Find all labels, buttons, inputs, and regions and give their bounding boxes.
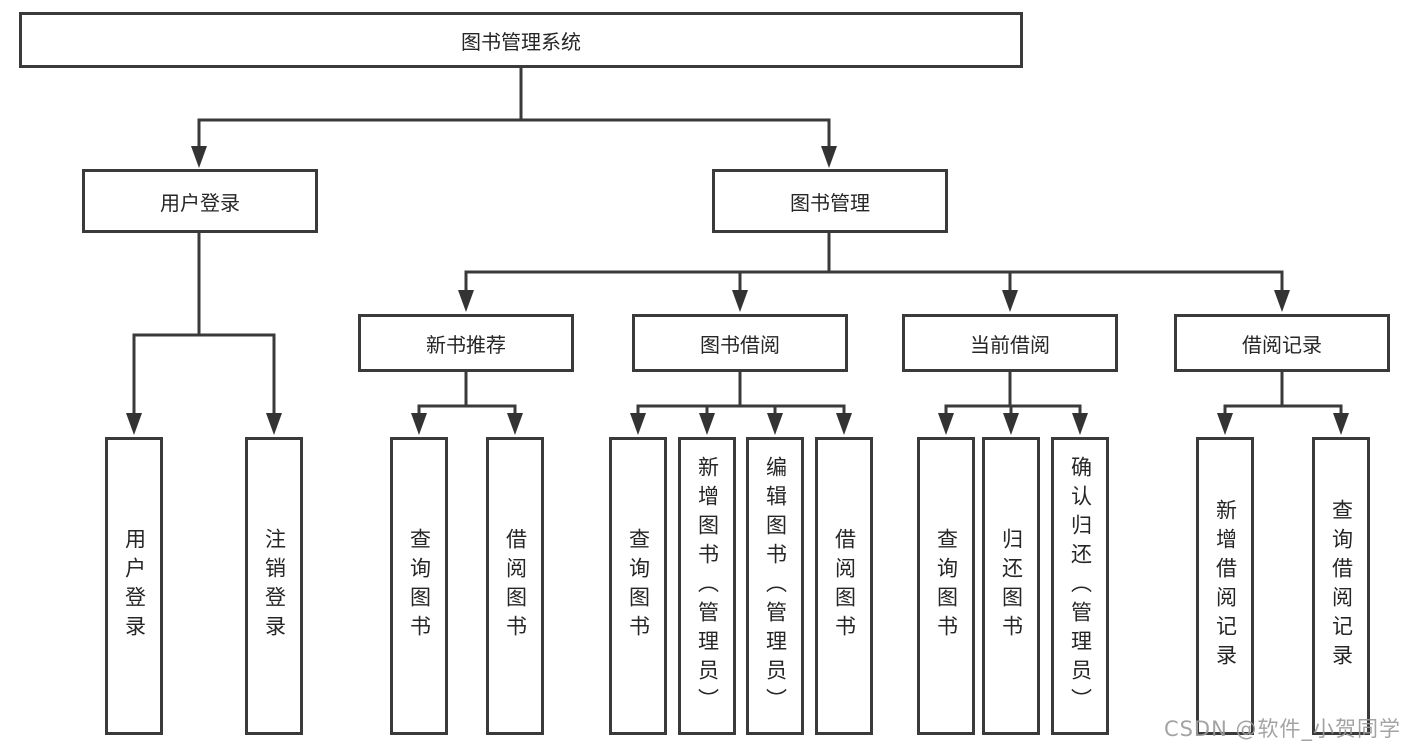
arrow-down-icon bbox=[767, 413, 783, 435]
node-new-book-recommend: 新书推荐 bbox=[358, 314, 574, 372]
arrow-down-icon bbox=[1217, 413, 1233, 435]
node-borrow-records: 借阅记录 bbox=[1174, 314, 1390, 372]
arrow-down-icon bbox=[266, 413, 282, 435]
leaf-edit-book-admin: 编辑图书（管理员） bbox=[746, 437, 804, 735]
node-book-management: 图书管理 bbox=[712, 169, 948, 233]
node-user-login: 用户登录 bbox=[82, 169, 318, 233]
leaf-add-borrow-record: 新增借阅记录 bbox=[1196, 437, 1254, 735]
arrow-down-icon bbox=[1003, 413, 1019, 435]
leaf-logout: 注销登录 bbox=[245, 437, 303, 735]
leaf-return-book: 归还图书 bbox=[982, 437, 1040, 735]
leaf-add-book-admin: 新增图书（管理员） bbox=[678, 437, 736, 735]
arrow-down-icon bbox=[1333, 413, 1349, 435]
arrow-down-icon bbox=[699, 413, 715, 435]
node-library-management-system: 图书管理系统 bbox=[19, 12, 1023, 68]
node-book-borrow: 图书借阅 bbox=[632, 314, 848, 372]
arrow-down-icon bbox=[126, 413, 142, 435]
leaf-borrow-books-recommend: 借阅图书 bbox=[486, 437, 544, 735]
leaf-query-books-recommend: 查询图书 bbox=[390, 437, 448, 735]
arrow-down-icon bbox=[630, 413, 646, 435]
arrow-down-icon bbox=[836, 413, 852, 435]
leaf-user-login: 用户登录 bbox=[105, 437, 163, 735]
arrow-down-icon bbox=[507, 413, 523, 435]
node-current-borrow: 当前借阅 bbox=[902, 314, 1118, 372]
leaf-query-books-borrow: 查询图书 bbox=[609, 437, 667, 735]
arrow-down-icon bbox=[821, 146, 837, 168]
arrow-down-icon bbox=[1072, 413, 1088, 435]
arrow-down-icon bbox=[191, 146, 207, 168]
leaf-confirm-return-admin: 确认归还（管理员） bbox=[1051, 437, 1109, 735]
leaf-query-borrow-record: 查询借阅记录 bbox=[1312, 437, 1370, 735]
arrow-down-icon bbox=[1002, 290, 1018, 312]
arrow-down-icon bbox=[732, 290, 748, 312]
leaf-query-books-current: 查询图书 bbox=[917, 437, 975, 735]
arrow-down-icon bbox=[1274, 290, 1290, 312]
arrow-down-icon bbox=[458, 290, 474, 312]
arrow-down-icon bbox=[938, 413, 954, 435]
leaf-borrow-books: 借阅图书 bbox=[815, 437, 873, 735]
arrow-down-icon bbox=[411, 413, 427, 435]
watermark-text: CSDN @软件_小贺同学 bbox=[1163, 717, 1401, 741]
